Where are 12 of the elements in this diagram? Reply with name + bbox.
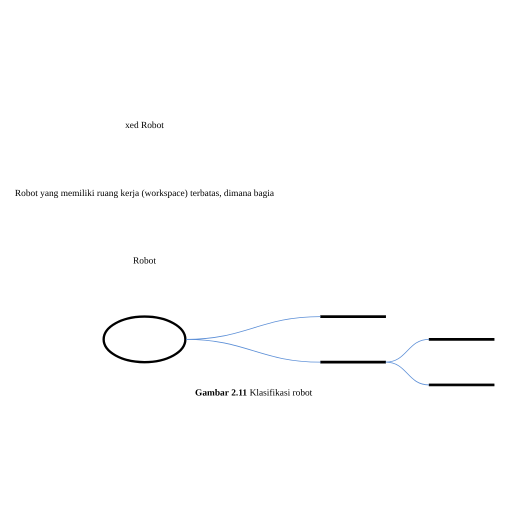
- node-bar: [320, 360, 386, 363]
- label: Robot yang memiliki ruang kerja (workspace) terbatas, dimana bagia: [14, 188, 274, 198]
- node-bar: [320, 314, 386, 318]
- node-ellipse: [102, 314, 186, 363]
- connector: [185, 338, 321, 362]
- node-bar: [428, 338, 494, 340]
- caption: Gambar 2.11 Klasifikasi robot: [194, 388, 312, 398]
- node-bar: [428, 383, 494, 386]
- connector: [384, 361, 430, 385]
- connector: [384, 338, 430, 362]
- label: Robot: [132, 256, 156, 266]
- label: xed Robot: [124, 120, 164, 131]
